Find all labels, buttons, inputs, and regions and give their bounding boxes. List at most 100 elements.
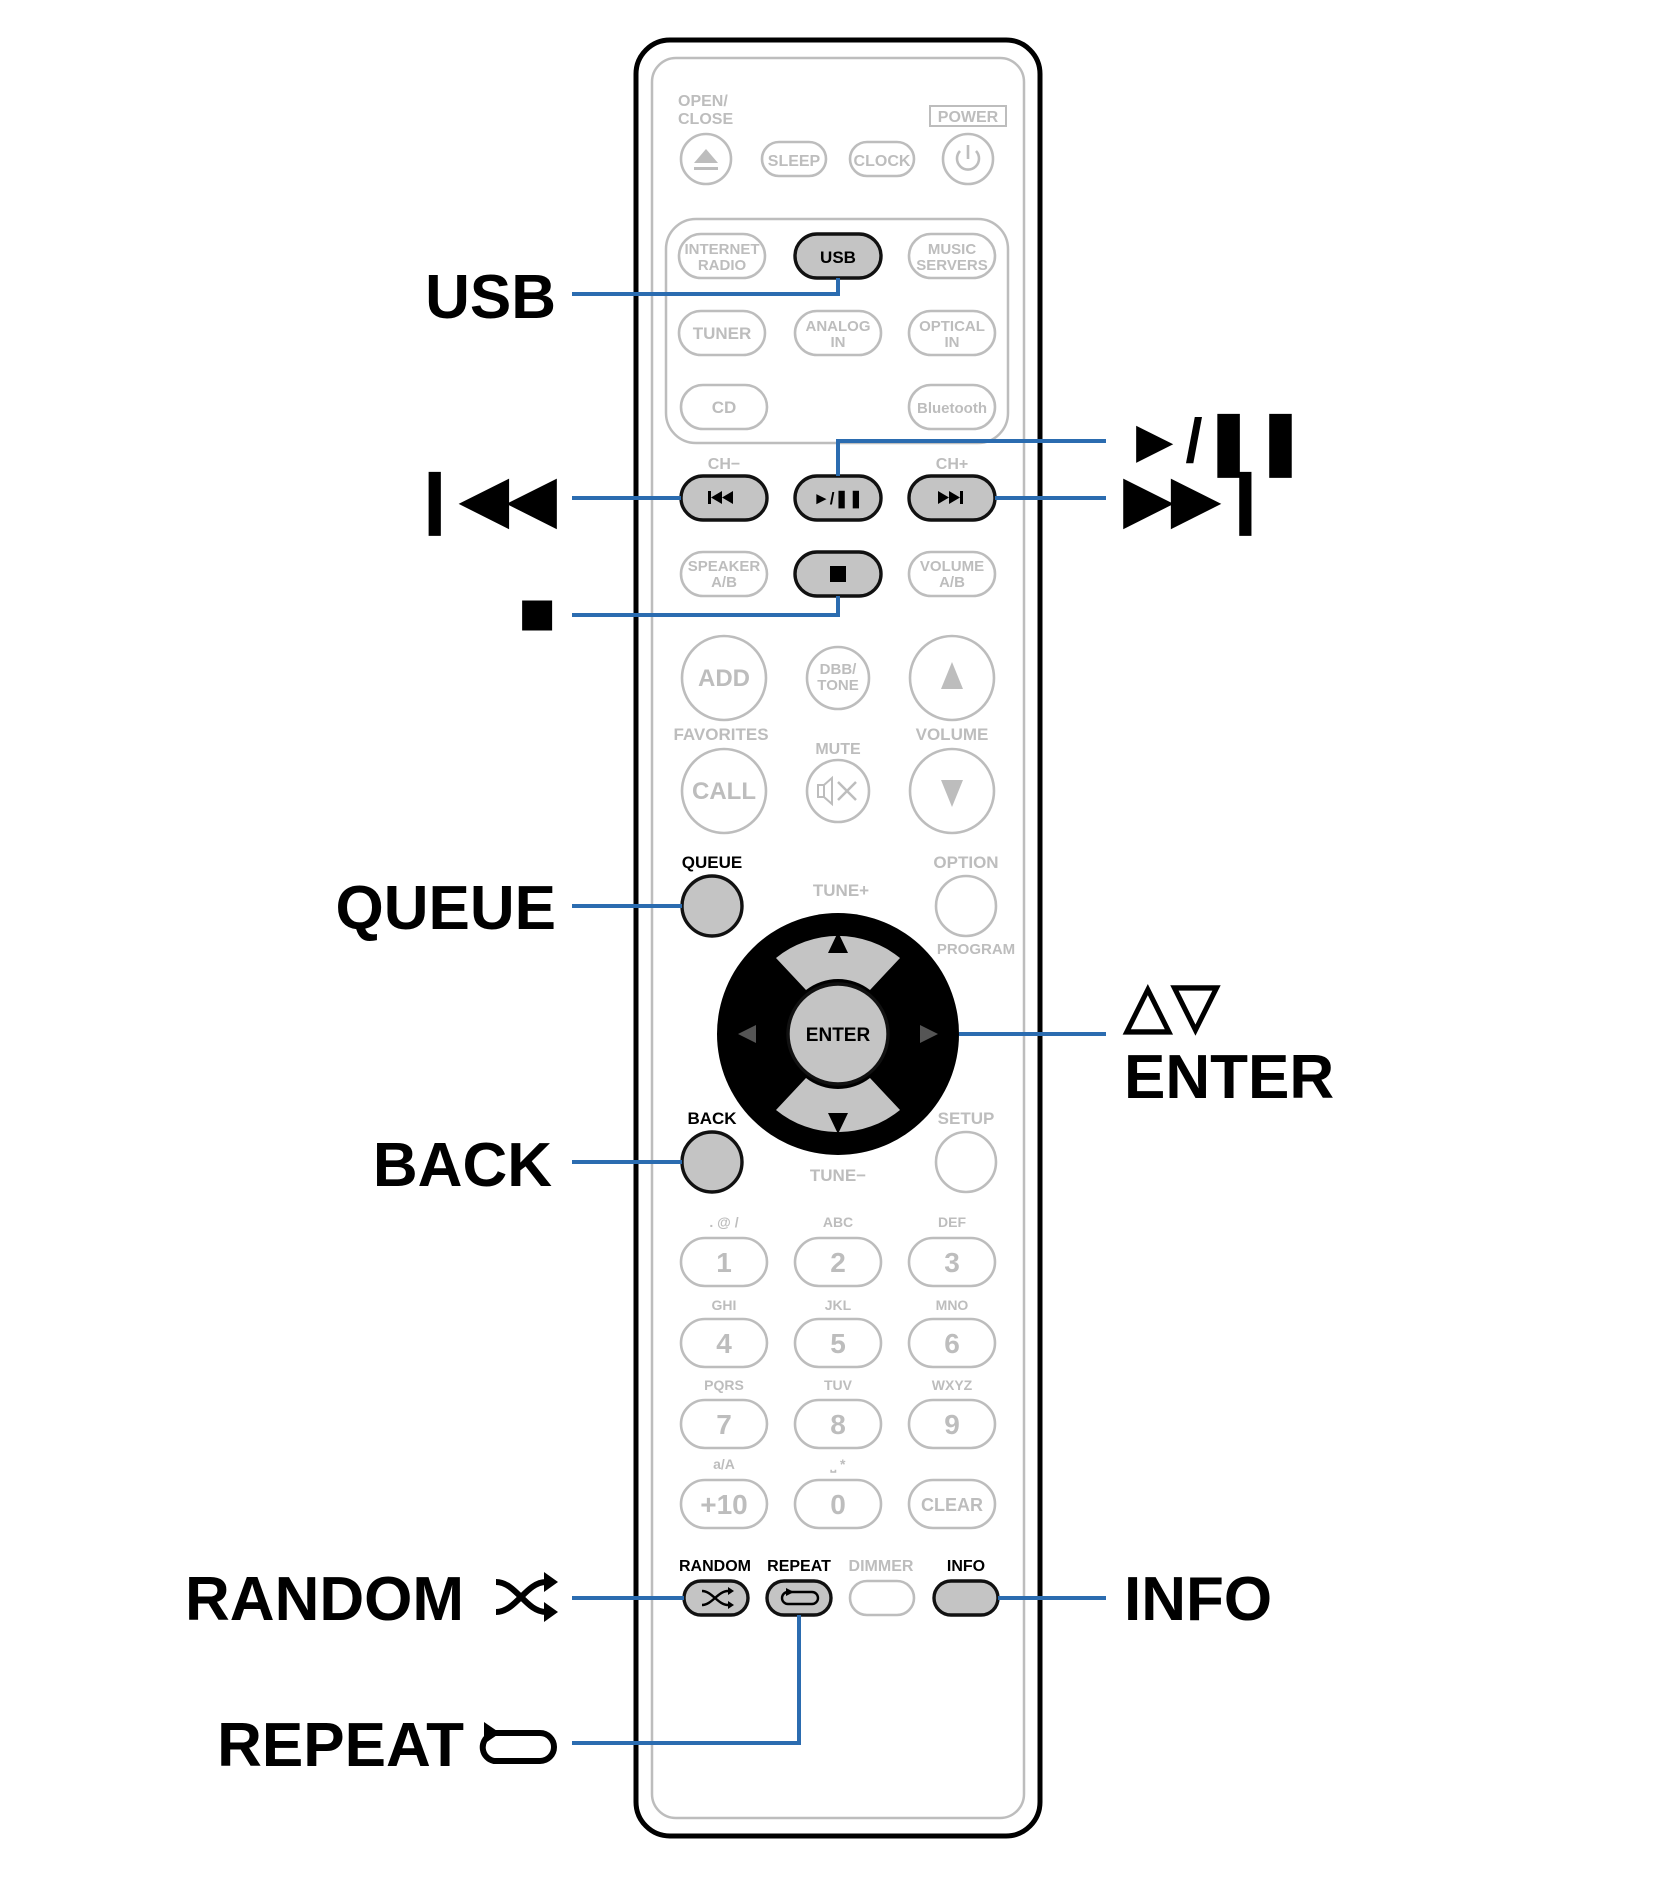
music-servers-button[interactable]: MUSIC SERVERS bbox=[907, 232, 997, 280]
power-label-box bbox=[929, 105, 1007, 127]
cd-button[interactable]: CD bbox=[679, 383, 769, 431]
dbb-tone-label-line1: DBB/ bbox=[820, 661, 857, 678]
add-button[interactable]: ADD bbox=[680, 634, 768, 722]
optical-in-button[interactable]: OPTICAL IN bbox=[907, 309, 997, 357]
play-pause-button[interactable]: ►/❚❚ bbox=[793, 474, 883, 522]
leader-lines bbox=[572, 278, 1106, 1745]
down-arrow-key[interactable] bbox=[776, 1078, 900, 1133]
random-button[interactable] bbox=[682, 1579, 750, 1617]
volume-ab-label-line2: A/B bbox=[939, 574, 965, 591]
mute-icon bbox=[817, 775, 857, 807]
callout-repeat: REPEAT bbox=[217, 1711, 464, 1780]
music-servers-label-line1: MUSIC bbox=[928, 241, 977, 258]
dimmer-label: DIMMER bbox=[849, 1558, 914, 1575]
key-2-button[interactable]: 2 bbox=[793, 1236, 883, 1288]
random-label: RANDOM bbox=[679, 1558, 751, 1575]
option-button[interactable] bbox=[934, 874, 998, 938]
shuffle-icon bbox=[701, 1587, 734, 1609]
direction-pad[interactable]: ENTER bbox=[717, 913, 959, 1155]
key-6-sublabel: MNO bbox=[936, 1297, 969, 1313]
queue-button[interactable] bbox=[680, 874, 744, 938]
enter-button[interactable] bbox=[786, 982, 890, 1086]
key-9-label: 9 bbox=[944, 1409, 960, 1440]
mute-label: MUTE bbox=[815, 741, 861, 758]
call-button[interactable]: CALL bbox=[680, 747, 768, 835]
option-label: OPTION bbox=[933, 853, 998, 872]
mute-button[interactable] bbox=[805, 758, 871, 824]
optical-in-label-line2: IN bbox=[945, 334, 960, 351]
dbb-tone-button[interactable]: DBB/ TONE bbox=[805, 645, 871, 711]
analog-in-button[interactable]: ANALOG IN bbox=[793, 309, 883, 357]
stop-button[interactable] bbox=[793, 550, 883, 598]
speaker-ab-button[interactable]: SPEAKER A/B bbox=[679, 550, 769, 598]
back-button[interactable] bbox=[680, 1130, 744, 1194]
info-button[interactable] bbox=[932, 1579, 1000, 1617]
open-close-label-line2: CLOSE bbox=[678, 111, 733, 128]
internet-radio-button[interactable]: INTERNET RADIO bbox=[677, 232, 767, 280]
volume-ab-label-line1: VOLUME bbox=[920, 558, 984, 575]
tuner-button[interactable]: TUNER bbox=[677, 309, 767, 357]
volume-up-button[interactable] bbox=[908, 634, 996, 722]
top-section: OPEN/ CLOSE POWER SLEEP CLOCK bbox=[678, 93, 1007, 186]
key-1-sublabel: . @ / bbox=[709, 1214, 738, 1230]
stop-icon bbox=[830, 566, 846, 582]
callout-shuffle-icon bbox=[495, 1572, 558, 1622]
key-8-button[interactable]: 8 bbox=[793, 1398, 883, 1450]
repeat-leader bbox=[572, 1615, 801, 1745]
key-3-button[interactable]: 3 bbox=[907, 1236, 997, 1288]
key-0-sublabel: ⎵ * bbox=[830, 1456, 846, 1474]
key-7-button[interactable]: 7 bbox=[679, 1398, 769, 1450]
key-0-button[interactable]: 0 bbox=[793, 1478, 883, 1530]
callout-stop: ■ bbox=[519, 579, 556, 648]
analog-in-label-line2: IN bbox=[831, 334, 846, 351]
volume-down-button[interactable] bbox=[908, 747, 996, 835]
callout-cursor-arrows: △▽ bbox=[1122, 971, 1222, 1040]
key-5-button[interactable]: 5 bbox=[793, 1317, 883, 1369]
clock-button[interactable]: CLOCK bbox=[848, 140, 916, 178]
add-label: ADD bbox=[698, 665, 750, 692]
callout-back: BACK bbox=[373, 1131, 552, 1200]
key-9-button[interactable]: 9 bbox=[907, 1398, 997, 1450]
key-1-button[interactable]: 1 bbox=[679, 1236, 769, 1288]
callout-usb: USB bbox=[425, 263, 556, 332]
transport-row: CH− CH+ ►/❚❚ bbox=[679, 456, 997, 522]
skip-back-icon bbox=[708, 491, 733, 504]
up-arrow-key[interactable] bbox=[776, 935, 900, 990]
repeat-button[interactable] bbox=[765, 1579, 833, 1617]
sleep-button[interactable]: SLEEP bbox=[760, 140, 828, 178]
speaker-ab-label-line2: A/B bbox=[711, 574, 737, 591]
key-7-label: 7 bbox=[716, 1409, 732, 1440]
skip-back-button[interactable] bbox=[679, 474, 769, 522]
eject-button[interactable] bbox=[679, 132, 733, 186]
volume-up-icon bbox=[941, 662, 963, 689]
right-arrow-icon[interactable] bbox=[920, 1025, 938, 1043]
key-6-button[interactable]: 6 bbox=[907, 1317, 997, 1369]
setup-label: SETUP bbox=[938, 1109, 995, 1128]
usb-button[interactable]: USB bbox=[793, 232, 883, 280]
ch-plus-label: CH+ bbox=[936, 456, 968, 473]
clear-button[interactable]: CLEAR bbox=[907, 1478, 997, 1530]
setup-button[interactable] bbox=[934, 1130, 998, 1194]
keypad: . @ / ABC DEF 1 2 3 GHI JKL MNO 4 5 6 PQ… bbox=[679, 1214, 997, 1530]
bluetooth-button[interactable]: Bluetooth bbox=[907, 383, 997, 431]
sleep-label: SLEEP bbox=[768, 153, 821, 170]
tune-plus-label: TUNE+ bbox=[813, 881, 869, 900]
enter-label: ENTER bbox=[806, 1025, 871, 1046]
key-plus10-button[interactable]: +10 bbox=[679, 1478, 769, 1530]
callout-skip-back: ❙◀◀ bbox=[409, 465, 558, 536]
key-4-label: 4 bbox=[716, 1328, 732, 1359]
power-button[interactable] bbox=[941, 132, 995, 186]
back-label: BACK bbox=[687, 1109, 737, 1128]
power-label: POWER bbox=[938, 109, 999, 126]
dimmer-button[interactable] bbox=[848, 1579, 916, 1617]
usb-label: USB bbox=[820, 248, 856, 267]
key-2-label: 2 bbox=[830, 1247, 846, 1278]
volume-ab-button[interactable]: VOLUME A/B bbox=[907, 550, 997, 598]
usb-leader bbox=[572, 278, 840, 296]
navigation-section: QUEUE OPTION TUNE+ PROGRAM ENTER BACK SE… bbox=[680, 853, 1015, 1194]
key-4-button[interactable]: 4 bbox=[679, 1317, 769, 1369]
skip-forward-button[interactable] bbox=[907, 474, 997, 522]
left-arrow-icon[interactable] bbox=[738, 1025, 756, 1043]
callout-random: RANDOM bbox=[185, 1565, 464, 1634]
callout-skip-forward: ▶▶❙ bbox=[1123, 465, 1271, 536]
